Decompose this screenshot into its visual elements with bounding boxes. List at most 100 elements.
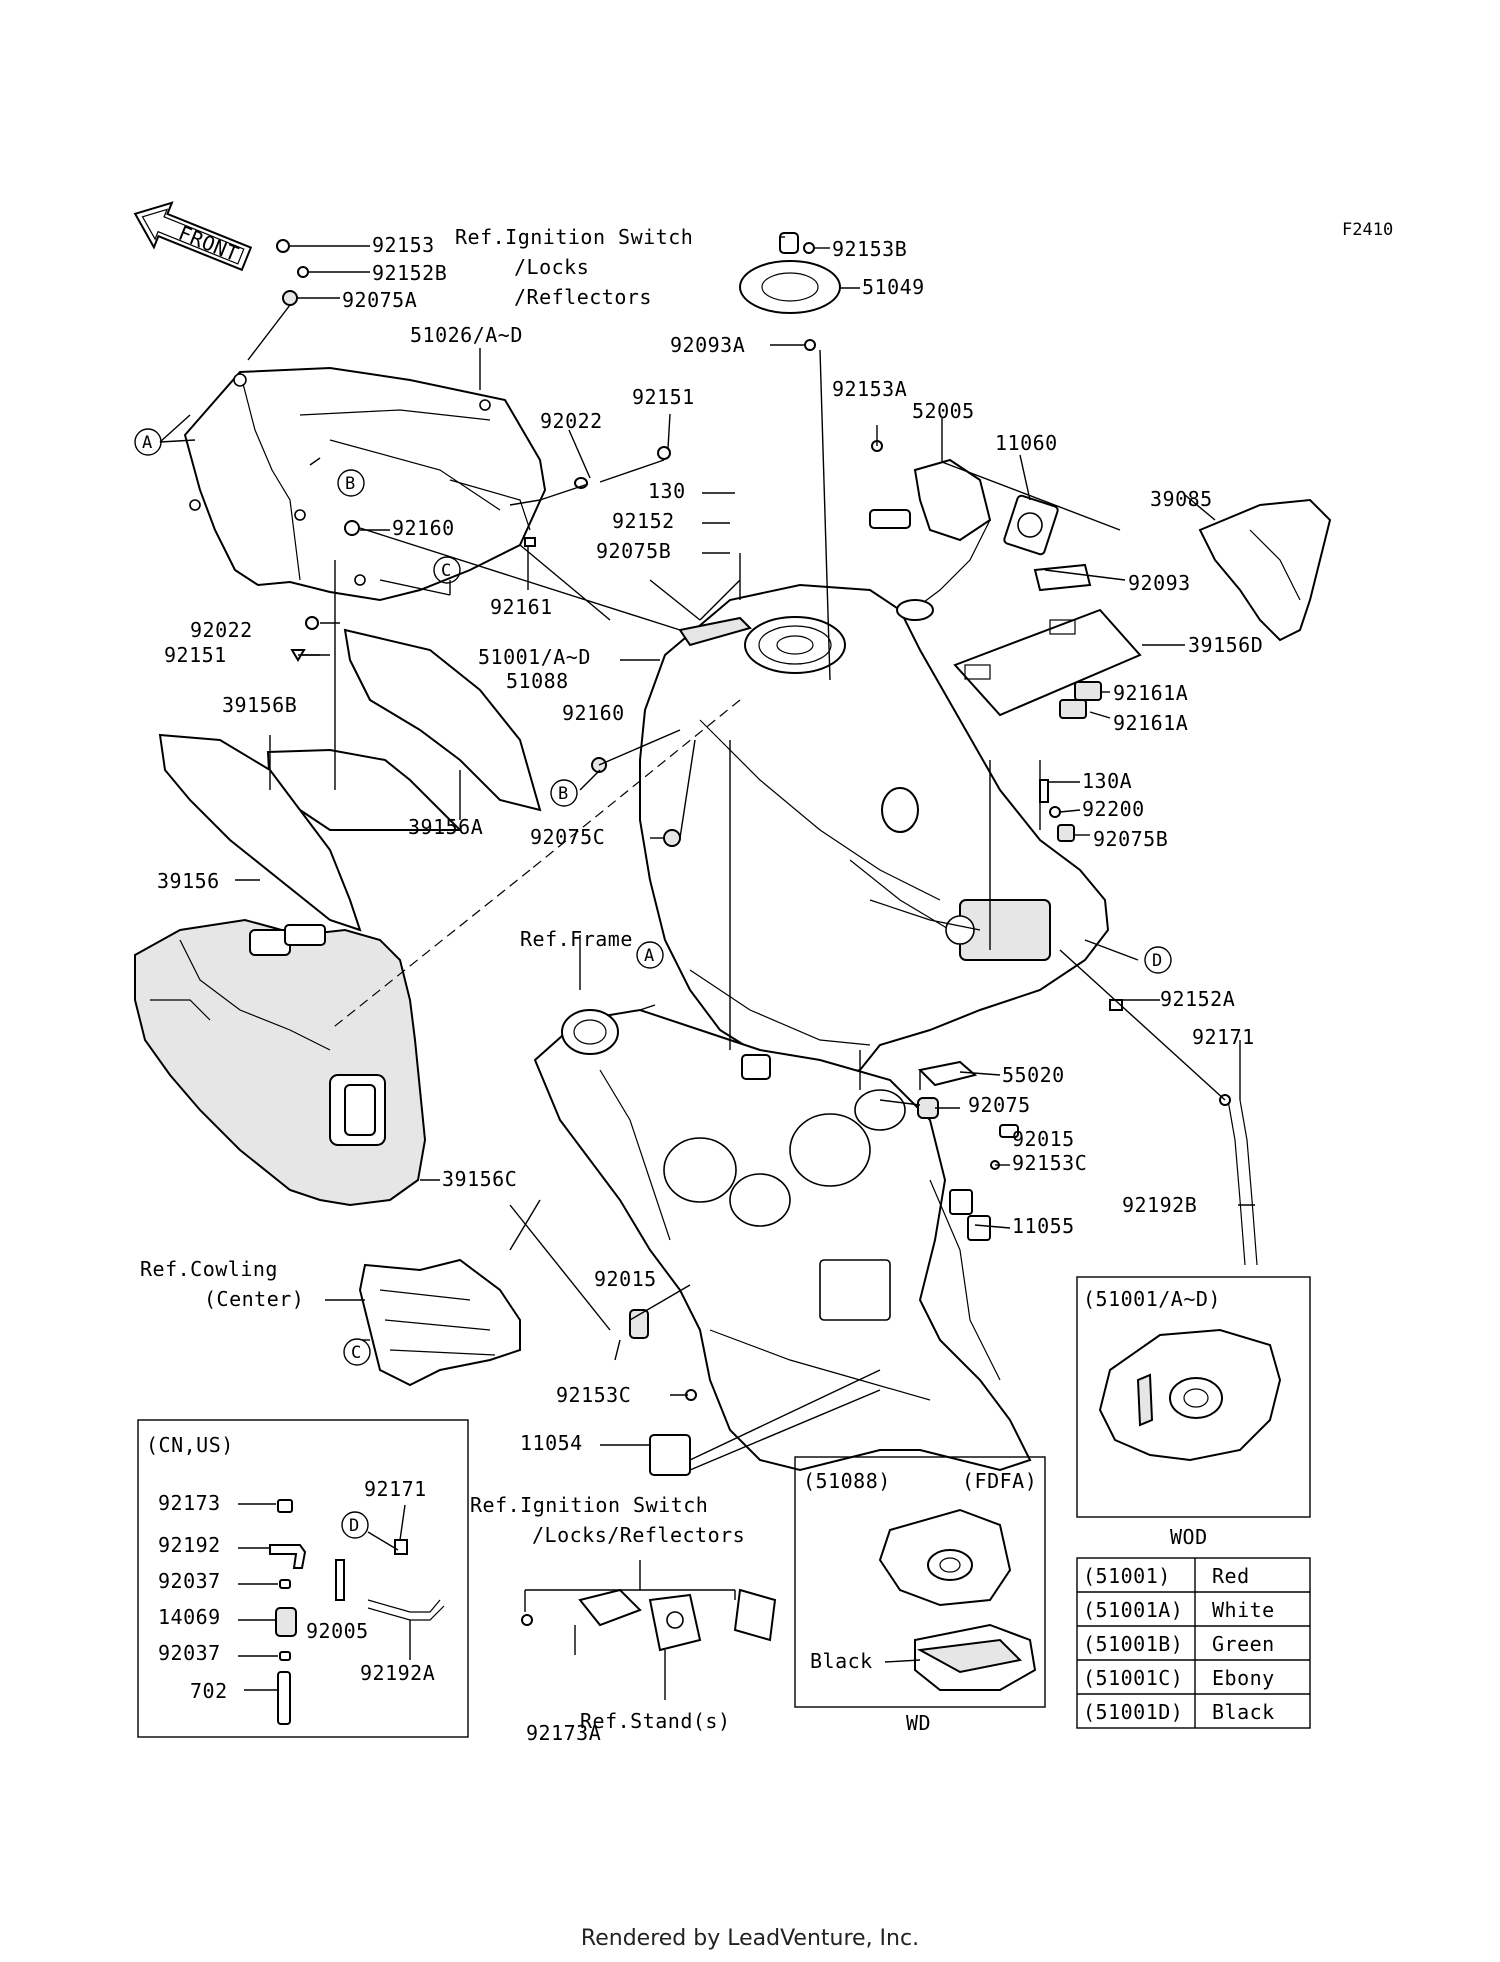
leader-lines <box>159 236 1255 1700</box>
label-39156c: 39156C <box>442 1167 517 1191</box>
color-row-3-code: (51001C) <box>1083 1666 1183 1690</box>
color-row-1-code: (51001A) <box>1083 1598 1183 1622</box>
label-92151-left: 92151 <box>164 643 227 667</box>
label-92075b-right: 92075B <box>1093 827 1168 851</box>
color-row-4-color: Black <box>1212 1700 1275 1724</box>
label-51026: 51026/A~D <box>410 323 523 347</box>
svg-text:A: A <box>142 433 152 453</box>
marker-c-top: C <box>433 556 461 584</box>
label-51049: 51049 <box>862 275 925 299</box>
label-92192a: 92192A <box>360 1661 435 1685</box>
front-label: FRONT <box>175 221 242 267</box>
color-table: (51001) Red (51001A) White (51001B) Gree… <box>1076 1557 1311 1729</box>
label-92153: 92153 <box>372 233 435 257</box>
wd-box: (51088) (FDFA) Black WD <box>794 1456 1046 1735</box>
svg-text:B: B <box>345 474 355 494</box>
label-92153b: 92153B <box>832 237 907 261</box>
color-row-0-code: (51001) <box>1083 1564 1171 1588</box>
footer-credit: Rendered by LeadVenture, Inc. <box>580 1926 920 1951</box>
label-92173a: 92173A <box>526 1721 601 1745</box>
label-52005: 52005 <box>912 399 975 423</box>
label-39085: 39085 <box>1150 487 1213 511</box>
label-92075c: 92075C <box>530 825 605 849</box>
svg-text:C: C <box>441 561 451 581</box>
label-92161a-1: 92161A <box>1113 681 1188 705</box>
ignition-switch-lower-illustration <box>521 1389 777 1652</box>
label-92093: 92093 <box>1128 571 1191 595</box>
marker-d-right: D <box>1144 946 1172 974</box>
fasteners-right <box>917 779 1258 1266</box>
color-row-1-color: White <box>1212 1598 1275 1622</box>
label-92152: 92152 <box>612 509 675 533</box>
color-row-2-color: Green <box>1212 1632 1275 1656</box>
label-11054: 11054 <box>520 1431 583 1455</box>
label-92152b: 92152B <box>372 261 447 285</box>
marker-b-top: B <box>337 469 365 497</box>
seat-cowl-39085-illustration <box>1198 498 1332 642</box>
lower-cover-39156c-illustration <box>134 918 427 1207</box>
svg-text:A: A <box>644 946 654 966</box>
label-ref-frame: Ref.Frame <box>520 927 633 951</box>
fuel-cap-51049-illustration <box>739 232 841 351</box>
label-92152a: 92152A <box>1160 987 1235 1011</box>
label-92075a: 92075A <box>342 288 417 312</box>
label-11060: 11060 <box>995 431 1058 455</box>
svg-text:D: D <box>349 1516 359 1536</box>
label-39156b: 39156B <box>222 693 297 717</box>
cn-us-box: (CN,US) 92173 92171 92192 92037 14069 92… <box>137 1419 469 1738</box>
label-130: 130 <box>648 479 686 503</box>
label-92153c-low: 92153C <box>556 1383 631 1407</box>
label-92161: 92161 <box>490 595 553 619</box>
label-92037-b: 92037 <box>158 1641 221 1665</box>
wd-box-left-title: (51088) <box>803 1469 891 1493</box>
color-row-2-code: (51001B) <box>1083 1632 1183 1656</box>
part-labels: 92153 92152B 92075A 51026/A~D Ref.Igniti… <box>140 225 1263 1745</box>
label-92171-box: 92171 <box>364 1477 427 1501</box>
label-ref-ignition-top: Ref.Ignition Switch <box>455 225 693 249</box>
label-92022-top: 92022 <box>540 409 603 433</box>
marker-a-top: A <box>134 428 162 456</box>
label-ref-ignition-low: Ref.Ignition Switch <box>470 1493 708 1517</box>
label-92015-right: 92015 <box>1012 1127 1075 1151</box>
label-11055: 11055 <box>1012 1214 1075 1238</box>
label-14069: 14069 <box>158 1605 221 1629</box>
label-locks-reflectors-low: /Locks/Reflectors <box>532 1523 745 1547</box>
front-arrow-icon: FRONT <box>133 201 253 272</box>
marker-c-low: C <box>343 1338 371 1366</box>
label-92093a: 92093A <box>670 333 745 357</box>
label-92192b: 92192B <box>1122 1193 1197 1217</box>
label-ref-cowling: Ref.Cowling <box>140 1257 278 1281</box>
wod-caption: WOD <box>1170 1525 1208 1549</box>
label-702: 702 <box>190 1679 228 1703</box>
label-92153a: 92153A <box>832 377 907 401</box>
color-row-4-code: (51001D) <box>1083 1700 1183 1724</box>
label-black: Black <box>810 1649 873 1673</box>
label-92200: 92200 <box>1082 797 1145 821</box>
fuel-tank-51001-illustration <box>639 583 1110 1082</box>
label-130a: 130A <box>1082 769 1132 793</box>
label-92173: 92173 <box>158 1491 221 1515</box>
label-92005: 92005 <box>306 1619 369 1643</box>
pad-39156d-illustration <box>953 563 1142 719</box>
fuel-pump-52005-illustration <box>869 440 1059 621</box>
svg-text:B: B <box>558 784 568 804</box>
label-92075: 92075 <box>968 1093 1031 1117</box>
label-92153c-right: 92153C <box>1012 1151 1087 1175</box>
label-92151-top: 92151 <box>632 385 695 409</box>
label-reflectors-top: /Reflectors <box>514 285 652 309</box>
svg-text:D: D <box>1152 951 1162 971</box>
color-row-0-color: Red <box>1212 1564 1250 1588</box>
label-92022-left: 92022 <box>190 618 253 642</box>
label-92037-a: 92037 <box>158 1569 221 1593</box>
pads-39156-illustration <box>158 628 542 932</box>
cowling-center-illustration <box>358 1258 649 1387</box>
label-92161a-2: 92161A <box>1113 711 1188 735</box>
label-92075b-top: 92075B <box>596 539 671 563</box>
wod-box-title: (51001/A~D) <box>1083 1287 1221 1311</box>
label-locks-top: /Locks <box>514 255 589 279</box>
label-92192: 92192 <box>158 1533 221 1557</box>
label-39156: 39156 <box>157 869 220 893</box>
label-51001: 51001/A~D <box>478 645 591 669</box>
svg-text:C: C <box>351 1343 361 1363</box>
